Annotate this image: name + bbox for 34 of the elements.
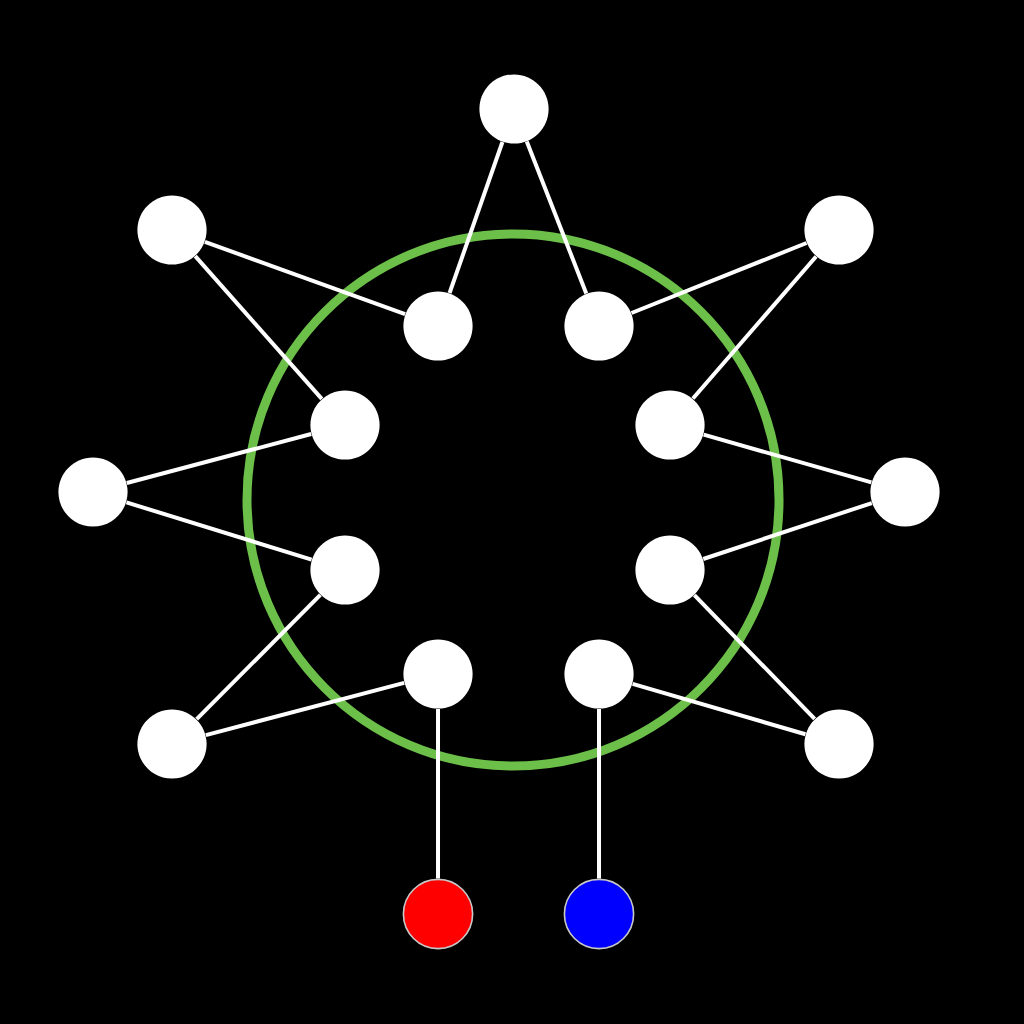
node-circle — [563, 878, 635, 950]
node-circle — [635, 535, 705, 605]
connector-line — [193, 254, 324, 401]
ring — [242, 229, 784, 771]
node-circle — [804, 195, 874, 265]
node-circle — [870, 457, 940, 527]
node-circle — [402, 878, 474, 950]
connector-line — [632, 681, 806, 737]
node-circle — [564, 639, 634, 709]
connector-line — [524, 140, 589, 295]
connector-line — [436, 709, 440, 879]
node-circle — [310, 390, 380, 460]
connector-line — [204, 240, 406, 316]
node-circle — [804, 709, 874, 779]
connector-line — [703, 432, 872, 485]
node-circle — [137, 195, 207, 265]
node-circle — [403, 291, 473, 361]
node-circle — [137, 709, 207, 779]
connector-line — [195, 593, 322, 721]
connector-line — [205, 680, 405, 738]
connector-line — [630, 241, 808, 315]
node-circle — [635, 390, 705, 460]
node-circle — [403, 639, 473, 709]
connector-line — [691, 255, 818, 400]
node-circle — [479, 74, 549, 144]
connector-line — [125, 500, 313, 562]
node-circle — [58, 457, 128, 527]
node-circle — [564, 291, 634, 361]
node-circle — [310, 535, 380, 605]
connector-line — [702, 501, 873, 561]
connector-line — [126, 432, 312, 485]
connector-line — [447, 141, 505, 294]
connector-line — [692, 593, 817, 721]
connector-line — [597, 709, 601, 879]
